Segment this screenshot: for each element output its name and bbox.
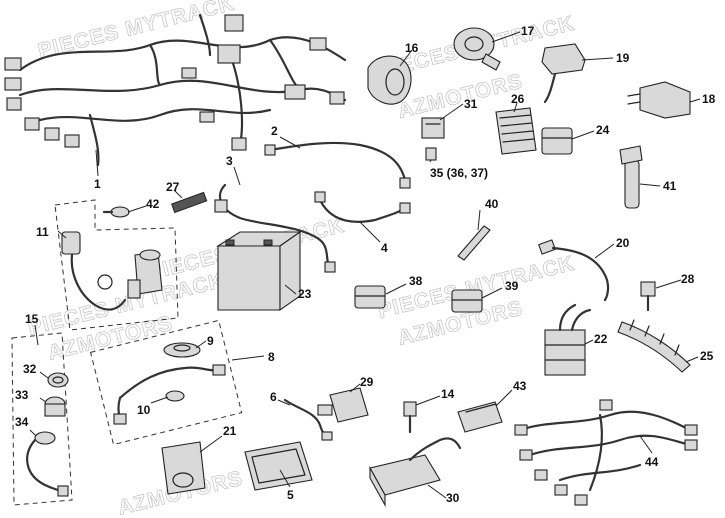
cable-4-part bbox=[314, 191, 411, 223]
callout-28: 28 bbox=[681, 272, 695, 286]
strap-25-part bbox=[617, 319, 691, 373]
callout-2: 2 bbox=[271, 124, 278, 138]
relay-31-part bbox=[421, 117, 445, 139]
ignition-coil-17-part bbox=[453, 27, 501, 71]
relay-29-part bbox=[317, 387, 369, 423]
horn-part bbox=[367, 55, 412, 105]
callout-9: 9 bbox=[207, 334, 214, 348]
fuse-35-part bbox=[425, 147, 437, 161]
callout-22: 22 bbox=[594, 332, 608, 346]
ignition-switch-part bbox=[61, 231, 163, 311]
relay-38-part bbox=[354, 285, 386, 309]
callout-1: 1 bbox=[94, 177, 101, 191]
callout-3: 3 bbox=[226, 154, 233, 168]
callout-17: 17 bbox=[521, 24, 535, 38]
fuel-sender-9-part bbox=[163, 342, 201, 358]
callout-33: 33 bbox=[15, 388, 29, 402]
callout-11: 11 bbox=[36, 225, 49, 239]
callout-41: 41 bbox=[663, 179, 677, 193]
callout-29: 29 bbox=[360, 375, 374, 389]
relay-19-part bbox=[541, 43, 586, 104]
callout-24: 24 bbox=[596, 123, 610, 137]
connector-34-part bbox=[26, 431, 69, 497]
bulb-42-part bbox=[102, 206, 130, 218]
callout-21: 21 bbox=[223, 424, 237, 438]
callout-8: 8 bbox=[268, 350, 275, 364]
connector-33-part bbox=[44, 396, 66, 417]
relay-24-part bbox=[541, 127, 573, 155]
cable-3-part bbox=[214, 183, 336, 273]
callout-10: 10 bbox=[137, 403, 151, 417]
callout-32: 32 bbox=[23, 362, 37, 376]
callout-14: 14 bbox=[441, 387, 455, 401]
callout-31: 31 bbox=[464, 97, 478, 111]
callout-30: 30 bbox=[446, 491, 460, 505]
callout-15: 15 bbox=[25, 312, 39, 326]
callout-25: 25 bbox=[700, 349, 714, 363]
rectifier-26-part bbox=[495, 107, 537, 155]
group-8-outline bbox=[89, 319, 243, 446]
callout-44: 44 bbox=[645, 455, 659, 469]
group-15-outline bbox=[11, 332, 73, 506]
sensor-wire-6-part bbox=[283, 398, 333, 441]
callout-19: 19 bbox=[616, 51, 630, 65]
callout-20: 20 bbox=[616, 236, 630, 250]
cdi-unit-part bbox=[244, 441, 313, 491]
main-wiring-harness-part bbox=[4, 13, 347, 167]
callout-43: 43 bbox=[513, 379, 527, 393]
callout-5: 5 bbox=[287, 488, 294, 502]
battery-part bbox=[216, 230, 302, 312]
fuel-sender-harness-part bbox=[113, 364, 226, 425]
callout-42: 42 bbox=[146, 197, 160, 211]
callout-6: 6 bbox=[270, 390, 277, 404]
ecu-30-part bbox=[369, 437, 462, 508]
coil-18-part bbox=[627, 81, 691, 119]
group-11-outline bbox=[54, 199, 179, 331]
leader-lines bbox=[29, 31, 701, 499]
connector-43-part bbox=[457, 401, 503, 433]
sensor-20-part bbox=[538, 239, 610, 302]
callout-16: 16 bbox=[405, 41, 419, 55]
relay-block-22-part bbox=[544, 303, 592, 376]
spark-plug-cap-41-part bbox=[619, 145, 643, 209]
regulator-21-part bbox=[161, 441, 206, 495]
connector-28-part bbox=[640, 281, 656, 312]
rod-40-part bbox=[457, 225, 491, 261]
callout-34: 34 bbox=[15, 415, 29, 429]
callout-39: 39 bbox=[505, 279, 519, 293]
grommet-10-part bbox=[165, 390, 185, 402]
relay-39-part bbox=[451, 289, 483, 313]
rear-harness-44-part bbox=[514, 399, 698, 506]
switch-14-part bbox=[403, 401, 417, 434]
callout-4: 4 bbox=[381, 241, 388, 255]
callout-23: 23 bbox=[298, 287, 312, 301]
callout-35-36-37: 35 (36, 37) bbox=[430, 166, 488, 180]
fuse-strip-27-part bbox=[171, 191, 208, 214]
connector-32-part bbox=[47, 372, 69, 388]
callout-40: 40 bbox=[485, 197, 499, 211]
watermark-layer: PIECES MYTRACK AZMOTORS PIECES MYTRACK A… bbox=[25, 0, 577, 518]
cable-2-part bbox=[264, 141, 411, 189]
callout-27: 27 bbox=[166, 180, 180, 194]
callout-labels: 1 2 3 4 5 6 8 9 10 11 14 15 16 17 18 19 … bbox=[15, 24, 716, 505]
callout-18: 18 bbox=[702, 92, 716, 106]
callout-26: 26 bbox=[511, 92, 525, 106]
callout-38: 38 bbox=[409, 274, 423, 288]
